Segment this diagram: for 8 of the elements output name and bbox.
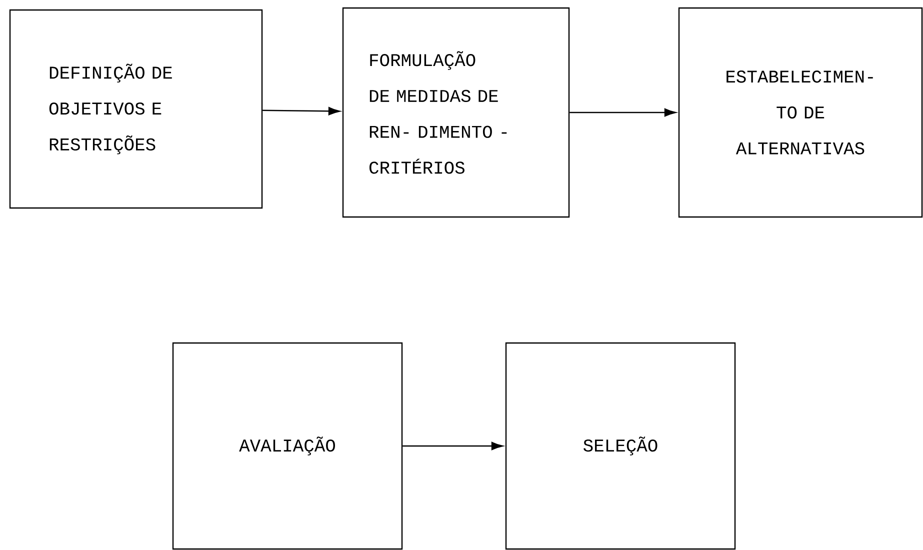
process-box: AVALIAÇÃO bbox=[172, 342, 403, 550]
arrow bbox=[262, 107, 340, 116]
arrow bbox=[570, 108, 676, 117]
arrow bbox=[402, 442, 503, 450]
process-box: FORMULAÇÃO DE MEDIDAS DE REN- DIMENTO - CRITÉRIOS bbox=[342, 7, 570, 218]
process-box: ESTABELECIMEN- TO DE ALTERNATIVAS bbox=[678, 7, 923, 218]
process-box: SELEÇÃO bbox=[505, 342, 736, 550]
process-box: DEFINIÇÃO DE OBJETIVOS E RESTRIÇÕES bbox=[9, 9, 263, 209]
